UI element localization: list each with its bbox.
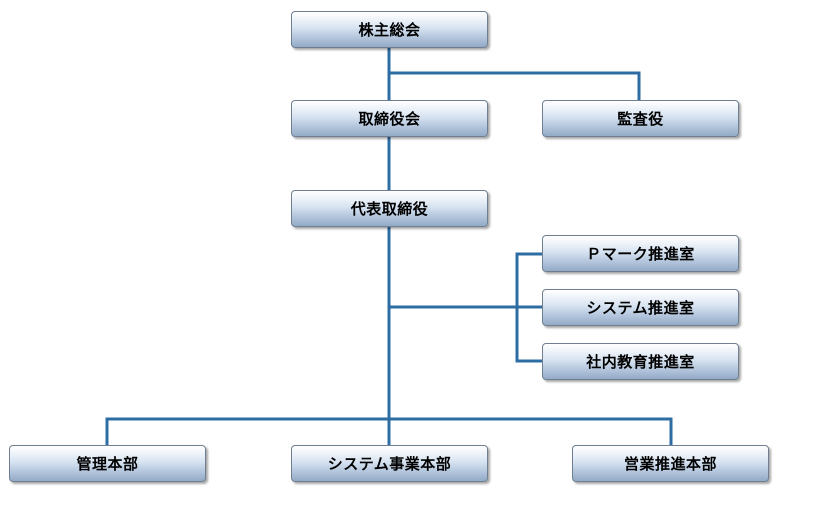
board-of-directors-label: 取締役会 (358, 110, 421, 128)
shareholders-meeting-box: 株主総会 (291, 11, 488, 48)
board-of-directors-box: 取締役会 (291, 100, 488, 137)
p-mark-office-box: Ｐマーク推進室 (542, 235, 739, 272)
admin-division-label: 管理本部 (76, 455, 139, 473)
sales-division-label: 営業推進本部 (623, 455, 717, 473)
system-business-division-box: システム事業本部 (291, 445, 488, 482)
shareholders-meeting-label: 株主総会 (358, 21, 421, 39)
representative-director-label: 代表取締役 (350, 200, 429, 218)
training-office-box: 社内教育推進室 (542, 343, 739, 380)
system-office-box: システム推進室 (542, 289, 739, 326)
p-mark-office-label: Ｐマーク推進室 (586, 245, 695, 263)
system-business-division-label: システム事業本部 (327, 455, 452, 473)
system-office-label: システム推進室 (586, 299, 695, 317)
sales-division-box: 営業推進本部 (572, 445, 769, 482)
representative-director-box: 代表取締役 (291, 190, 488, 227)
admin-division-box: 管理本部 (9, 445, 206, 482)
auditor-label: 監査役 (617, 110, 664, 128)
training-office-label: 社内教育推進室 (586, 353, 695, 371)
auditor-box: 監査役 (542, 100, 739, 137)
